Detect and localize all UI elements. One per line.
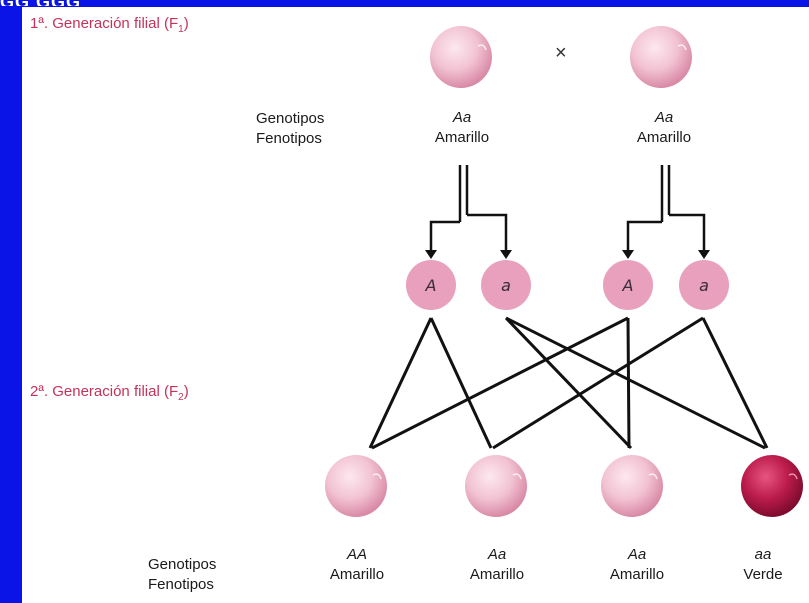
parent-2-phenotype: Amarillo: [636, 129, 692, 146]
offspring-pea-3: [601, 455, 663, 517]
f1-phenotype-label: Fenotipos: [256, 130, 322, 147]
parent-to-gamete-connectors: [429, 165, 706, 252]
offspring-pea-2: [465, 455, 527, 517]
f2-phenotype-label: Fenotipos: [148, 576, 214, 593]
gamete-2: a: [481, 260, 531, 310]
cropped-heading-fragment: GG GGG: [0, 0, 81, 6]
f2-title: 2ª. Generación filial (F2): [30, 383, 189, 403]
f1-title: 1ª. Generación filial (F1): [30, 15, 189, 35]
offspring-2-genotype: Aa: [487, 546, 507, 563]
parent-1-phenotype: Amarillo: [434, 129, 490, 146]
svg-text:a: a: [699, 276, 709, 295]
svg-text:A: A: [622, 276, 634, 295]
diagram-panel: [22, 7, 809, 603]
cross-symbol: ×: [555, 42, 567, 64]
offspring-pea-1: [325, 455, 387, 517]
offspring-4-phenotype: Verde: [743, 566, 783, 583]
parent-pea-1: [430, 26, 492, 88]
gamete-4: a: [679, 260, 729, 310]
offspring-1-phenotype: Amarillo: [329, 566, 385, 583]
gamete-1: A: [406, 260, 456, 310]
parent-1-genotype: Aa: [452, 109, 472, 126]
offspring-1-genotype: AA: [346, 546, 367, 563]
offspring-2-phenotype: Amarillo: [469, 566, 525, 583]
offspring-4-genotype: aa: [754, 546, 772, 563]
f1-genotype-label: Genotipos: [256, 110, 325, 127]
offspring-pea-4: [741, 455, 803, 517]
svg-text:a: a: [501, 276, 511, 295]
gamete-3: A: [603, 260, 653, 310]
arrowheads: [425, 250, 710, 259]
parent-2-genotype: Aa: [654, 109, 674, 126]
offspring-3-genotype: Aa: [627, 546, 647, 563]
offspring-3-phenotype: Amarillo: [609, 566, 665, 583]
parent-pea-2: [630, 26, 692, 88]
svg-text:A: A: [425, 276, 437, 295]
f2-genotype-label: Genotipos: [148, 556, 217, 573]
gamete-to-offspring-lines: [368, 316, 769, 450]
